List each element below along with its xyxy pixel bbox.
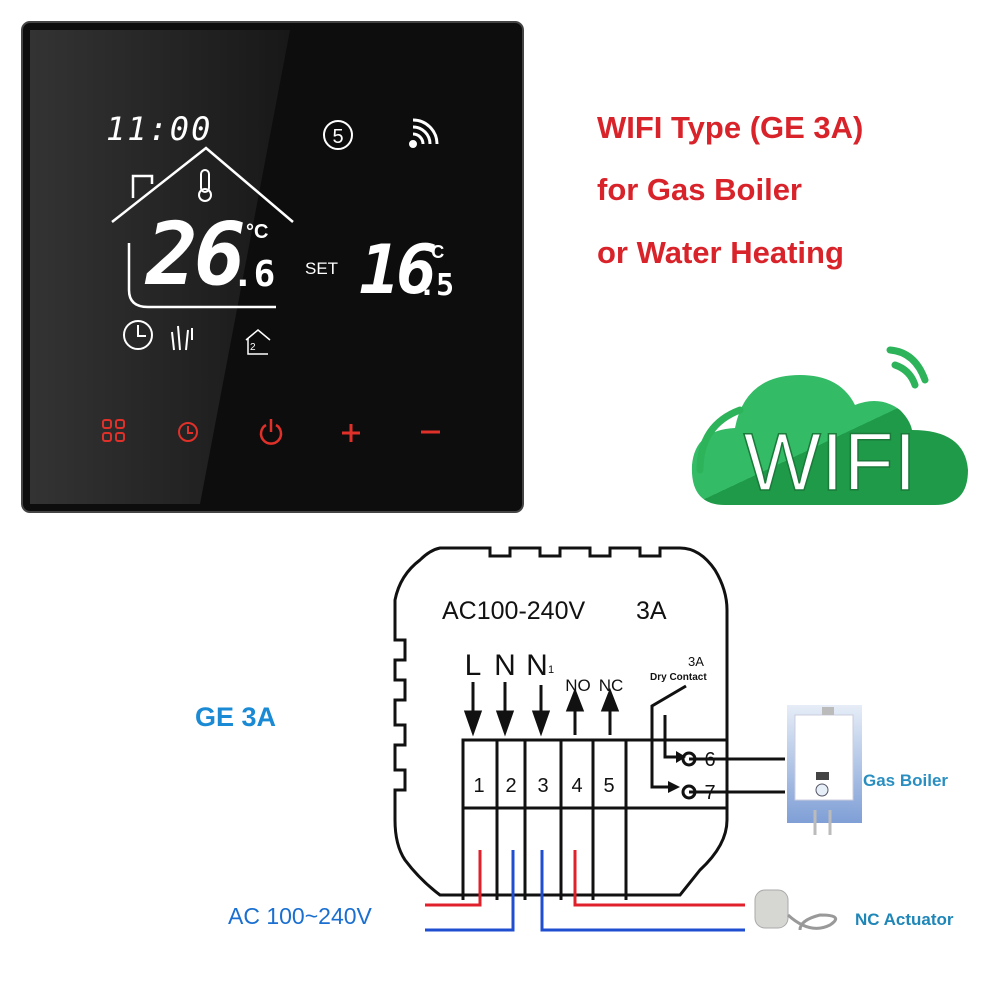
nc-actuator-image — [754, 889, 838, 931]
terminal-number-3: 3 — [537, 775, 548, 797]
n1-subscript: 1 — [548, 664, 554, 676]
terminal-block — [461, 684, 785, 900]
schedule-clock-icon — [123, 320, 153, 350]
terminal-number-6: 6 — [704, 749, 715, 771]
gas-boiler-image — [787, 705, 862, 835]
menu-button[interactable] — [102, 419, 125, 442]
terminal-number-2: 2 — [505, 775, 516, 797]
headline-line-2: for Gas Boiler — [597, 172, 802, 207]
away-mode-icon: 2 — [245, 329, 271, 355]
room-temperature: 26 — [144, 205, 244, 305]
current-label: 3A — [636, 597, 667, 625]
model-label: GE 3A — [195, 702, 277, 732]
headline-line-1: WIFI Type (GE 3A) — [597, 110, 864, 145]
thermostat-panel: 11:00 5 26 .6 °C SET 16 .5 °C — [21, 21, 524, 513]
nc-actuator-label: NC Actuator — [855, 910, 954, 929]
room-temperature-decimal: .6 — [232, 254, 275, 295]
thermometer-icon — [198, 169, 212, 202]
dry-contact-label: Dry Contact — [650, 672, 707, 683]
set-temperature-decimal: .5 — [418, 268, 454, 303]
wifi-signal-icon — [409, 118, 439, 148]
terminal-label-N1: N — [526, 649, 548, 682]
terminal-label-L: L — [465, 649, 482, 682]
supply-voltage-label: AC 100~240V — [228, 903, 372, 929]
plus-button[interactable] — [342, 424, 360, 442]
room-unit: °C — [246, 221, 268, 243]
terminal-label-NC: NC — [599, 676, 624, 695]
set-unit: °C — [424, 242, 444, 262]
clock-display: 11:00 — [106, 110, 212, 148]
rating-label: AC100-240V — [442, 597, 585, 625]
terminal-number-5: 5 — [603, 775, 614, 797]
house-outline-icon — [111, 146, 294, 309]
dry-contact-current: 3A — [688, 654, 704, 669]
program-icon: 5 — [323, 120, 353, 150]
svg-text:2: 2 — [250, 342, 256, 353]
wifi-logo-text: WIFI — [743, 417, 916, 508]
schedule-button[interactable] — [178, 422, 198, 442]
terminal-number-4: 4 — [571, 775, 582, 797]
set-label: SET — [305, 259, 338, 278]
headline-line-3: or Water Heating — [597, 235, 844, 270]
power-button[interactable] — [259, 419, 283, 445]
gas-boiler-label: Gas Boiler — [863, 771, 949, 790]
terminal-number-1: 1 — [473, 775, 484, 797]
heating-hand-icon — [171, 325, 193, 351]
wifi-cloud-logo: WIFI — [691, 346, 968, 509]
wiring-diagram: AC100-240V 3A L N N 1 NO NC 3A Dry Conta… — [393, 546, 862, 932]
terminal-number-7: 7 — [704, 782, 715, 804]
set-temperature: 16 — [359, 231, 435, 310]
svg-text:5: 5 — [332, 126, 343, 148]
terminal-label-N: N — [494, 649, 516, 682]
terminal-label-NO: NO — [565, 676, 591, 695]
